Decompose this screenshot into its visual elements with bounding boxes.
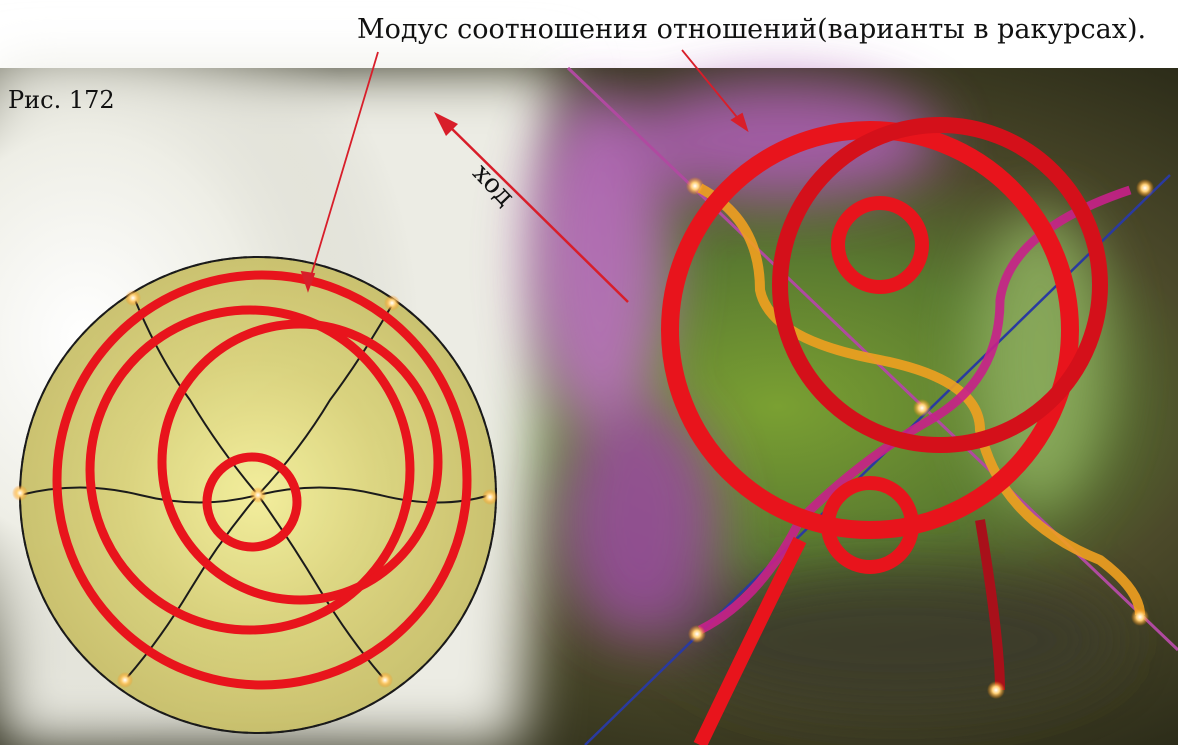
node-dot xyxy=(12,485,28,501)
pointer-arrowhead xyxy=(730,112,749,133)
left-disc-figure xyxy=(12,256,498,734)
node-dot xyxy=(117,672,133,688)
red-spiral-rings xyxy=(52,270,472,690)
node-dot xyxy=(125,290,141,306)
direction-arrowhead xyxy=(434,112,458,136)
node-dot xyxy=(987,681,1005,699)
node-dot xyxy=(1131,608,1149,626)
node-dot xyxy=(688,625,706,643)
blue-axis xyxy=(584,174,1171,745)
figure-caption: Модус соотношения отношений(варианты в р… xyxy=(357,14,1147,45)
direction-arrow xyxy=(434,112,629,303)
orange-strand xyxy=(697,183,1145,616)
red-tubes xyxy=(661,117,1108,745)
node-dot xyxy=(250,487,266,503)
node-dot xyxy=(686,177,704,195)
pointer-arrowhead xyxy=(300,270,316,293)
magenta-strand xyxy=(697,185,1132,635)
node-dot xyxy=(384,295,400,311)
node-dot xyxy=(913,399,931,417)
right-knot-figure xyxy=(566,66,1178,745)
caption-pointers xyxy=(300,49,749,293)
node-dot xyxy=(377,672,393,688)
node-dot xyxy=(482,489,498,505)
node-dot xyxy=(1136,179,1154,197)
figure-number: Рис. 172 xyxy=(8,86,115,114)
